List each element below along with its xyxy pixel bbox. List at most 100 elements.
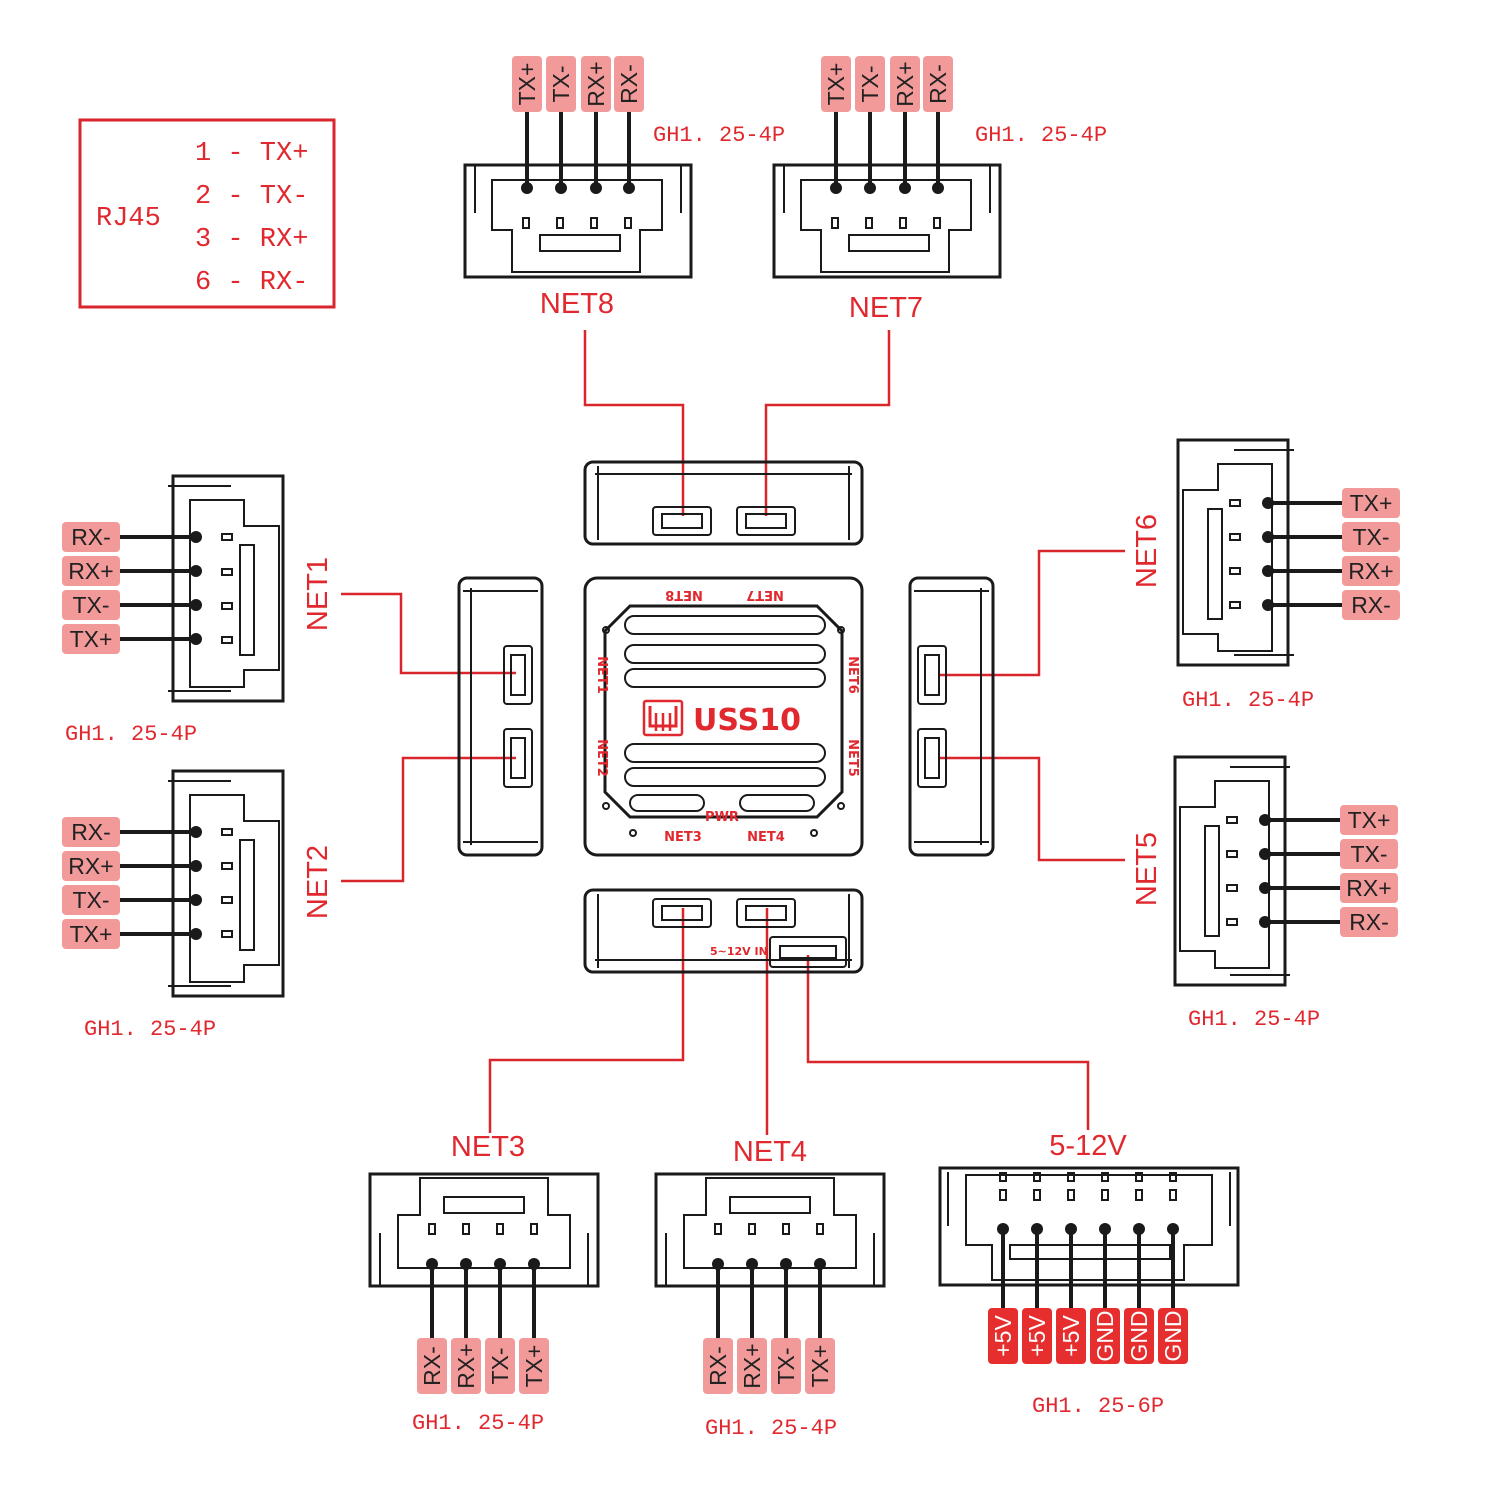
pin-label: GND bbox=[1126, 1310, 1152, 1361]
port-name: NET8 bbox=[540, 288, 614, 320]
port-name: NET2 bbox=[302, 845, 334, 919]
power-connector: +5V +5V +5V GND GND GND GH1. 25-6P 5-12V bbox=[938, 1130, 1240, 1419]
pin-label: RX- bbox=[1351, 592, 1391, 618]
connector-type: GH1. 25-4P bbox=[65, 722, 197, 747]
pin-label: RX+ bbox=[68, 558, 113, 584]
board-label-net1: NET1 bbox=[594, 656, 609, 694]
net5-port bbox=[917, 728, 947, 788]
net7-connector: TX+ TX- RX+ RX- GH1. 25-4P NET7 bbox=[772, 56, 1107, 324]
board-label-net7: NET7 bbox=[746, 587, 784, 602]
pin-label: TX- bbox=[773, 1347, 799, 1384]
pin-label: RX+ bbox=[583, 61, 609, 106]
board-label-net5: NET5 bbox=[845, 739, 860, 777]
pin-label: TX+ bbox=[70, 921, 113, 947]
pin-label: TX+ bbox=[807, 1345, 833, 1388]
pin-label: RX+ bbox=[68, 853, 113, 879]
pin-label: TX+ bbox=[1350, 490, 1393, 516]
pin-label: RX- bbox=[616, 64, 642, 104]
port-name: NET5 bbox=[1131, 832, 1163, 906]
board-label-net6: NET6 bbox=[845, 656, 860, 694]
net1-connector: RX- RX+ TX- TX+ GH1. 25-4P NET1 bbox=[62, 474, 334, 747]
pin-label: GND bbox=[1092, 1310, 1118, 1361]
vent-slots bbox=[624, 615, 826, 812]
net5-connector: TX+ TX- RX+ RX- GH1. 25-4P NET5 bbox=[1131, 755, 1398, 1032]
power-in-label: 5~12V IN bbox=[710, 945, 768, 958]
legend-row: 6 - RX- bbox=[195, 268, 308, 298]
legend-row: 3 - RX+ bbox=[195, 225, 308, 255]
net3-port bbox=[652, 898, 712, 928]
pin-label: GND bbox=[1160, 1310, 1186, 1361]
pin-label: RX- bbox=[705, 1346, 731, 1386]
device-board: USS10 NET8 NET7 NET1 NET2 NET6 NET5 NET3… bbox=[583, 576, 864, 857]
net7-port bbox=[736, 506, 796, 536]
device-top-view bbox=[583, 460, 864, 546]
connector-type: GH1. 25-4P bbox=[412, 1411, 544, 1436]
port-name: NET7 bbox=[849, 292, 923, 324]
pin-label: +5V bbox=[990, 1315, 1016, 1357]
pin-label: RX+ bbox=[1348, 558, 1393, 584]
power-port bbox=[769, 936, 847, 968]
board-label-net8: NET8 bbox=[665, 587, 703, 602]
pin-label: RX+ bbox=[1346, 875, 1391, 901]
port-name: 5-12V bbox=[1049, 1130, 1127, 1162]
port-name: NET3 bbox=[451, 1131, 525, 1163]
device-left-view bbox=[457, 576, 544, 857]
pin-label: RX+ bbox=[453, 1343, 479, 1388]
board-label-net3: NET3 bbox=[664, 830, 702, 845]
pin-label: TX+ bbox=[1348, 807, 1391, 833]
net2-port bbox=[503, 728, 533, 788]
pin-label: RX- bbox=[925, 64, 951, 104]
pin-label: RX- bbox=[1349, 909, 1389, 935]
board-label-net2: NET2 bbox=[594, 739, 609, 777]
legend-row: 1 - TX+ bbox=[195, 139, 308, 169]
pin-label: TX+ bbox=[521, 1345, 547, 1388]
legend-title: RJ45 bbox=[96, 204, 161, 234]
leader-lines bbox=[341, 330, 1125, 1135]
pin-label: +5V bbox=[1024, 1315, 1050, 1357]
net1-port bbox=[503, 645, 533, 705]
screw-holes bbox=[602, 626, 845, 837]
pin-label: +5V bbox=[1058, 1315, 1084, 1357]
device-right-view bbox=[908, 576, 995, 857]
port-name: NET6 bbox=[1131, 514, 1163, 588]
board-label-pwr: PWR bbox=[705, 810, 739, 825]
rj45-legend: RJ45 1 - TX+ 2 - TX- 3 - RX+ 6 - RX- bbox=[78, 118, 336, 309]
device-bottom-view: 5~12V IN bbox=[583, 888, 864, 974]
board-title: USS10 bbox=[693, 703, 801, 738]
pin-label: TX+ bbox=[70, 626, 113, 652]
pin-label: TX+ bbox=[823, 63, 849, 106]
port-name: NET1 bbox=[302, 557, 334, 631]
connector-type: GH1. 25-6P bbox=[1032, 1394, 1164, 1419]
connector-type: GH1. 25-4P bbox=[975, 123, 1107, 148]
legend-row: 2 - TX- bbox=[195, 182, 308, 212]
net4-port bbox=[736, 898, 796, 928]
connector-type: GH1. 25-4P bbox=[1182, 688, 1314, 713]
connector-type: GH1. 25-4P bbox=[1188, 1007, 1320, 1032]
net4-connector: RX- RX+ TX- TX+ GH1. 25-4P NET4 bbox=[654, 1136, 886, 1441]
net8-connector: TX+ TX- RX+ RX- GH1. 25-4P NET8 bbox=[463, 56, 785, 320]
pin-label: TX- bbox=[1350, 841, 1387, 867]
connector-type: GH1. 25-4P bbox=[705, 1416, 837, 1441]
pin-label: TX- bbox=[1352, 524, 1389, 550]
net6-connector: TX+ TX- RX+ RX- GH1. 25-4P NET6 bbox=[1131, 438, 1400, 713]
brand-logo bbox=[642, 699, 684, 737]
board-label-net4: NET4 bbox=[747, 830, 785, 845]
pin-label: RX+ bbox=[892, 61, 918, 106]
pin-label: RX- bbox=[71, 524, 111, 550]
net8-port bbox=[652, 506, 712, 536]
pin-label: TX- bbox=[72, 887, 109, 913]
net3-connector: RX- RX+ TX- TX+ GH1. 25-4P NET3 bbox=[368, 1131, 600, 1436]
pin-label: TX- bbox=[857, 65, 883, 102]
pin-label: RX- bbox=[419, 1346, 445, 1386]
pin-label: TX+ bbox=[514, 63, 540, 106]
pin-label: TX- bbox=[487, 1347, 513, 1384]
net2-connector: RX- RX+ TX- TX+ GH1. 25-4P NET2 bbox=[62, 769, 334, 1042]
pin-label: TX- bbox=[72, 592, 109, 618]
port-name: NET4 bbox=[733, 1136, 807, 1168]
connector-type: GH1. 25-4P bbox=[84, 1017, 216, 1042]
pin-label: TX- bbox=[548, 65, 574, 102]
connector-type: GH1. 25-4P bbox=[653, 123, 785, 148]
net6-port bbox=[917, 645, 947, 705]
pin-label: RX+ bbox=[739, 1343, 765, 1388]
